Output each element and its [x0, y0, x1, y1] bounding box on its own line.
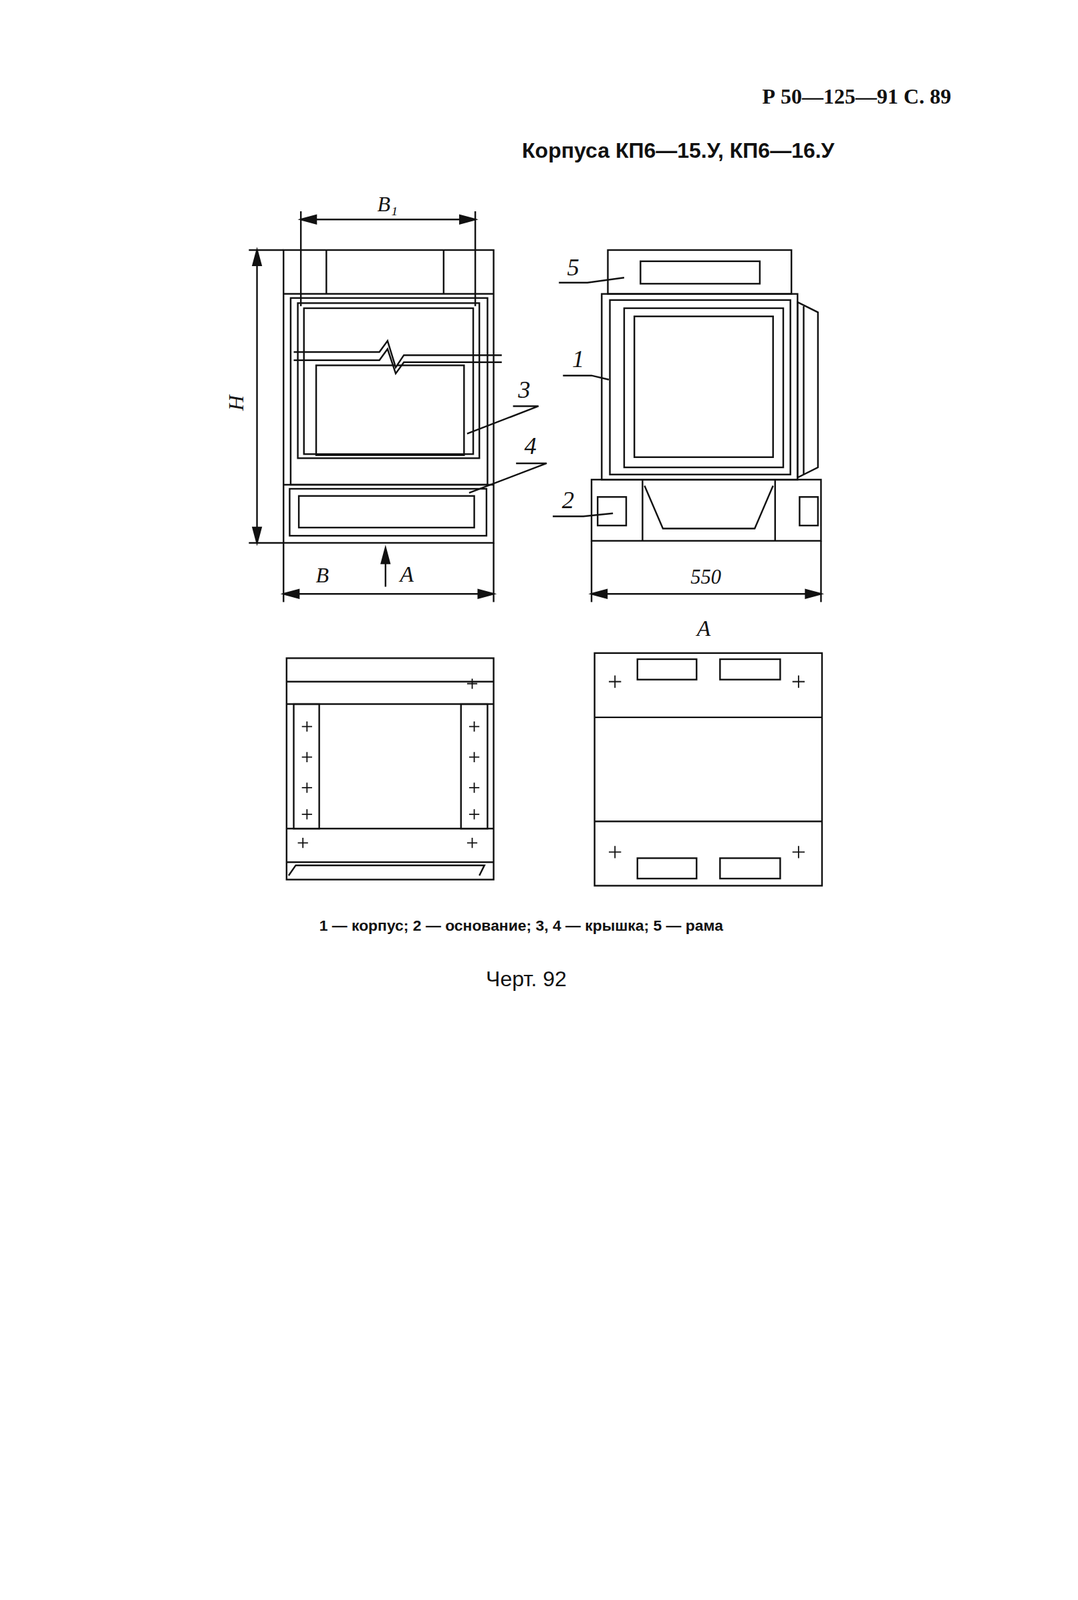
dimension-label: B: [313, 563, 331, 587]
view-a: [594, 652, 823, 886]
front-view: [248, 211, 502, 602]
plan-view: [286, 657, 494, 879]
callout-number: 3: [515, 376, 532, 403]
dimension-label: H: [224, 392, 248, 413]
figure-number: Черт. 92: [483, 967, 569, 991]
callout-number: 5: [564, 253, 581, 281]
dimension-value: 550: [688, 566, 724, 589]
view-label: A: [695, 616, 714, 641]
parts-legend: 1 — корпус; 2 — основание; 3, 4 — крышка…: [317, 916, 726, 934]
side-view: [467, 249, 822, 602]
page-header: Р 50—125—91 С. 89: [760, 84, 954, 109]
dimension-label: B₁: [375, 192, 401, 216]
callout-number: 4: [521, 432, 538, 460]
view-label: A: [398, 562, 417, 587]
callout-number: 2: [560, 486, 577, 514]
callout-number: 1: [570, 345, 587, 373]
drawing-title: Корпуса КП6—15.У, КП6—16.У: [519, 139, 837, 163]
